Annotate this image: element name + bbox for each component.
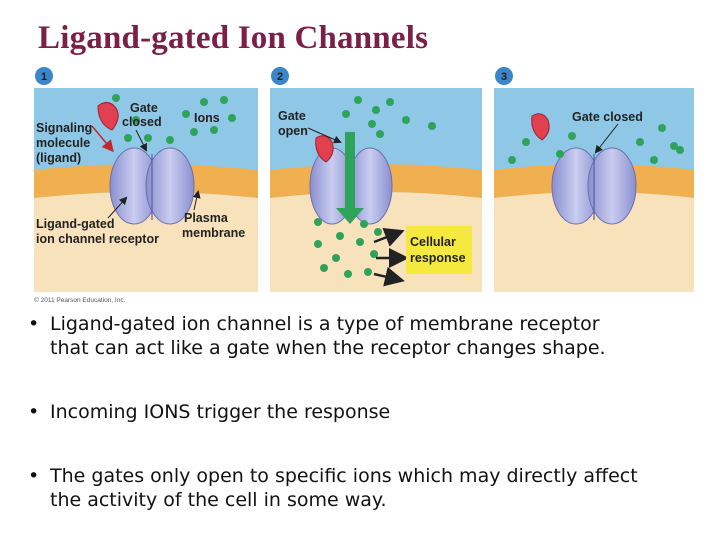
ions-label: Ions bbox=[194, 111, 220, 125]
bullet-list: • Ligand-gated ion channel is a type of … bbox=[28, 312, 708, 552]
bullet-marker: • bbox=[28, 465, 40, 487]
panel-2: Cellular response 2 Gate open bbox=[270, 67, 482, 292]
ion-flow-arrow-head bbox=[336, 208, 364, 224]
bullet-marker: • bbox=[28, 313, 40, 335]
receptor-label-a: Ligand-gated bbox=[36, 217, 114, 231]
bullet-3-line-2: the activity of the cell in some way. bbox=[50, 489, 387, 511]
step-1-badge bbox=[35, 67, 53, 85]
gate-closed-label-3: Gate closed bbox=[572, 110, 643, 124]
gate-closed-label-1b: closed bbox=[122, 115, 162, 129]
cellular-response-box bbox=[406, 226, 472, 274]
bullet-3-line-1: The gates only open to specific ions whi… bbox=[50, 465, 638, 487]
step-3-badge bbox=[495, 67, 513, 85]
plasma-membrane-label-a: Plasma bbox=[184, 211, 229, 225]
ion-flow-arrow-shaft bbox=[345, 132, 355, 208]
bullet-item-1: • Ligand-gated ion channel is a type of … bbox=[28, 312, 708, 360]
cellular-response-label-a: Cellular bbox=[410, 235, 456, 249]
signaling-molecule-label-b: molecule bbox=[36, 136, 90, 150]
panel-3: 3 Gate closed bbox=[494, 67, 694, 292]
cellular-response-label-b: response bbox=[410, 251, 466, 265]
signaling-molecule-label-c: (ligand) bbox=[36, 151, 81, 165]
receptor-label-b: ion channel receptor bbox=[36, 232, 159, 246]
channel-protein-closed-3 bbox=[551, 147, 637, 225]
ligand-bound bbox=[315, 135, 334, 163]
ions-panel-2 bbox=[314, 96, 436, 278]
ions-panel-3 bbox=[508, 124, 684, 164]
step-2-badge bbox=[271, 67, 289, 85]
gate-open-label-b: open bbox=[278, 124, 308, 138]
panel-1: 1 Gate closed Ions Signaling molecule (l… bbox=[34, 67, 258, 292]
signaling-molecule-label-a: Signaling bbox=[36, 121, 92, 135]
step-3-number: 3 bbox=[501, 71, 507, 83]
bullet-2-line-1: Incoming IONS trigger the response bbox=[50, 401, 391, 423]
plasma-membrane-label-b: membrane bbox=[182, 226, 245, 240]
channel-protein-closed-1 bbox=[109, 147, 195, 225]
bullet-1-line-1: Ligand-gated ion channel is a type of me… bbox=[50, 313, 600, 335]
bullet-item-3: • The gates only open to specific ions w… bbox=[28, 464, 708, 512]
ligand-molecule bbox=[97, 102, 119, 131]
ligand-released bbox=[531, 113, 550, 141]
copyright-notice: © 2011 Pearson Education, Inc. bbox=[34, 296, 126, 304]
bullet-item-2: • Incoming IONS trigger the response bbox=[28, 400, 708, 424]
step-1-number: 1 bbox=[41, 71, 47, 83]
gate-closed-label-1a: Gate bbox=[130, 101, 158, 115]
figure-svg: 1 Gate closed Ions Signaling molecule (l… bbox=[34, 67, 694, 304]
channel-protein-open bbox=[309, 147, 393, 225]
slide-title: Ligand-gated Ion Channels bbox=[38, 20, 429, 56]
step-2-number: 2 bbox=[277, 71, 283, 83]
bullet-marker: • bbox=[28, 401, 40, 423]
bullet-1-line-2: that can act like a gate when the recept… bbox=[50, 337, 606, 359]
gate-open-label-a: Gate bbox=[278, 109, 306, 123]
ions-panel-1 bbox=[112, 94, 236, 144]
ligand-gated-channel-figure: 1 Gate closed Ions Signaling molecule (l… bbox=[28, 62, 698, 306]
